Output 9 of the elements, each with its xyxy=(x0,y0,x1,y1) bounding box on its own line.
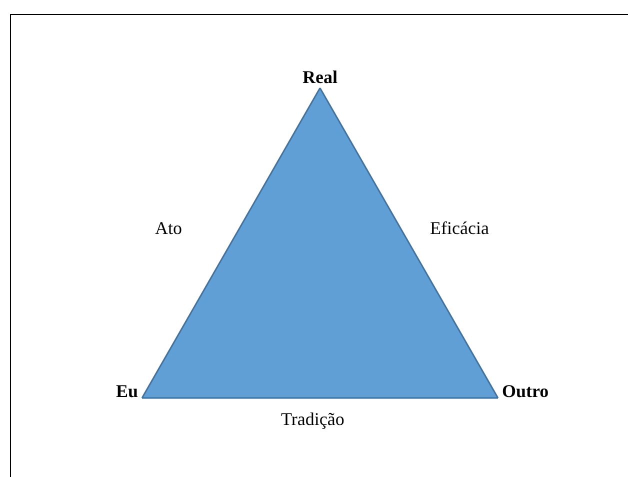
triangle-side xyxy=(142,397,498,399)
vertex-label: Real xyxy=(302,66,338,88)
edge-label: Eficácia xyxy=(430,217,489,239)
triangle-side xyxy=(141,88,321,398)
edge-label: Tradição xyxy=(281,408,344,430)
vertex-label: Outro xyxy=(502,380,549,402)
triangle-side xyxy=(319,88,499,398)
vertex-label: Eu xyxy=(116,380,138,402)
edge-label: Ato xyxy=(155,217,182,239)
